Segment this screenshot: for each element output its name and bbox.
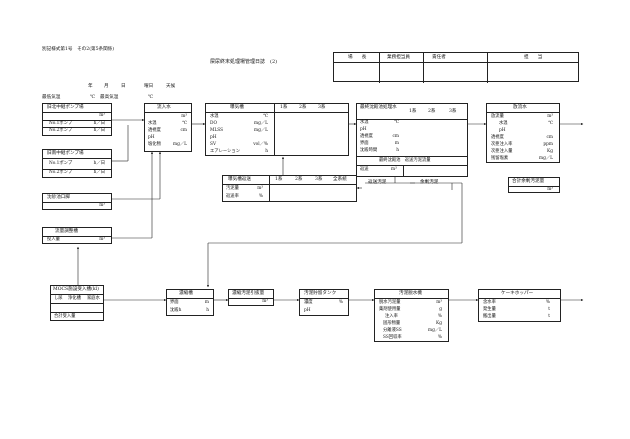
signature-table: 場 長 業務担当員 責任者 担 当: [333, 52, 579, 83]
excess-sludge-label: 余剰汚泥: [420, 180, 439, 185]
sludge-flow-title: 最終沈殿池 返送汚泥流量: [379, 158, 431, 163]
raw-pit-box: 沈砂池口脚 m³: [42, 193, 112, 210]
sludge-storage-title: 汚泥貯留タンク: [304, 291, 337, 296]
max-temp-unit: ℃: [148, 95, 154, 100]
thickener-title: 濃縮槽: [179, 291, 193, 296]
dewatering-title: 汚泥脱水機: [399, 291, 422, 296]
final-settling-title: 最終沈殿池処理水: [360, 105, 397, 110]
thick-sludge-title: 濃縮汚泥引抜量: [232, 291, 265, 296]
sig-header: 責任者: [432, 55, 446, 60]
wocs-title: MOCS施設受入槽(kl): [53, 287, 99, 292]
pump-south-title: 旧南中継ポンプ場: [47, 151, 84, 156]
min-temp-label: 最低気温: [42, 95, 61, 100]
sig-header: 業務担当員: [387, 55, 410, 60]
date-weather: 天候: [166, 84, 176, 89]
return-sludge-label: 返送汚泥: [368, 180, 387, 185]
sig-header: 場 長: [348, 55, 367, 60]
form-id: 別記様式第1号 その2(第5条関係): [42, 47, 115, 52]
thick-sludge-box: 濃縮汚泥引抜量 m³: [228, 289, 274, 306]
flow-adjust-title: 流量調整槽: [55, 229, 78, 234]
date-day: 日: [121, 84, 126, 89]
min-temp-unit: ℃: [90, 95, 96, 100]
sludge-storage-box: 汚泥貯留タンク 濃度% pH: [299, 289, 349, 316]
date-month: 月: [104, 84, 109, 89]
wocs-box: MOCS施設受入槽(kl) し尿浄化槽家庭水 合計受入量: [50, 285, 104, 321]
date-weekday: 曜日: [144, 84, 154, 89]
total-excess-box: 合計余剰汚泥量 m³: [508, 177, 560, 193]
aeration-title: 曝気槽: [230, 105, 244, 110]
date-year: 年: [88, 84, 93, 89]
aeration-return-title: 曝気槽返送: [228, 177, 251, 182]
cake-hopper-title: ケーキホッパー: [501, 291, 534, 296]
raw-pit-title: 沈砂池口脚: [47, 195, 70, 200]
sig-header: 担 当: [524, 55, 543, 60]
total-excess-title: 合計余剰汚泥量: [512, 179, 545, 184]
inflow-title: 流入水: [157, 105, 171, 110]
effluent-title: 放流水: [513, 105, 527, 110]
pump-north-title: 旧北中継ポンプ場: [47, 105, 84, 110]
page-title: 屎尿終末処理場管理日誌 (2): [210, 59, 278, 65]
max-temp-label: 最高気温: [100, 95, 119, 100]
